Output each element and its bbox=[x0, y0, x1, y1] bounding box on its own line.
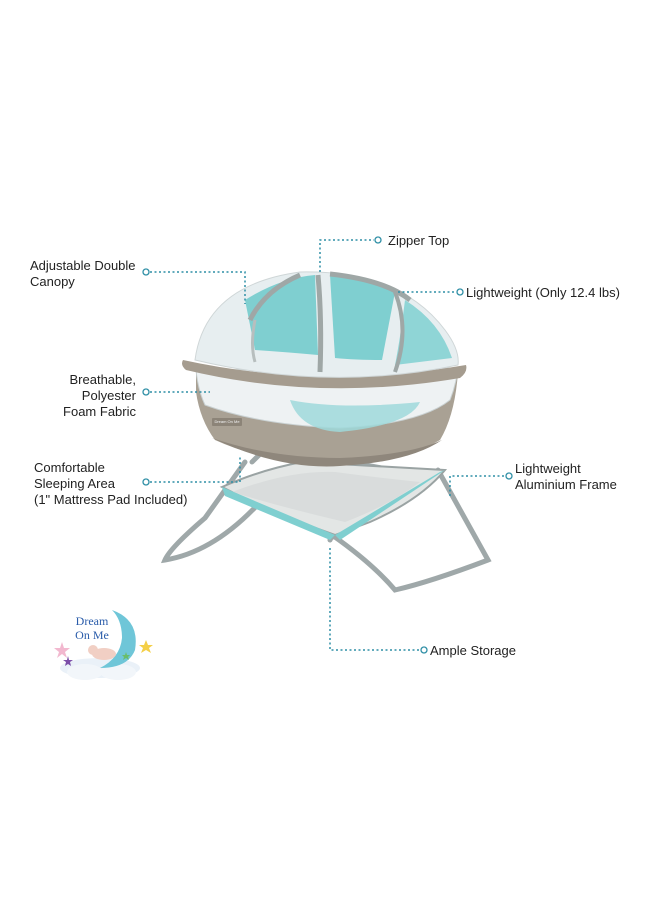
feature-lightweight-weight-text: Lightweight (Only 12.4 lbs) bbox=[466, 285, 620, 300]
brand-logo-icon bbox=[54, 610, 153, 680]
feature-zipper-top: Zipper Top bbox=[388, 233, 449, 249]
feature-breathable-line1: Breathable, bbox=[69, 372, 137, 387]
feature-breathable-line2: Polyester bbox=[81, 388, 136, 403]
feature-sleeping-line1: Comfortable bbox=[34, 460, 105, 475]
brand-tag bbox=[212, 418, 242, 426]
storage-basket-icon bbox=[219, 460, 448, 540]
brand-logo-line2: On Me bbox=[75, 628, 109, 642]
canopy-icon bbox=[194, 271, 459, 378]
feature-adjustable-canopy: Adjustable Double Canopy bbox=[30, 258, 136, 290]
feature-ample-storage-text: Ample Storage bbox=[430, 643, 516, 658]
feature-sleeping-line2: Sleeping Area bbox=[34, 476, 115, 491]
feature-sleeping-area: Comfortable Sleeping Area (1" Mattress P… bbox=[34, 460, 187, 508]
feature-aluminium-frame: Lightweight Aluminium Frame bbox=[515, 461, 617, 493]
brand-logo-line1: Dream bbox=[75, 614, 109, 628]
feature-breathable-line3: Foam Fabric bbox=[63, 404, 136, 419]
bassinet-body-icon bbox=[182, 360, 467, 467]
feature-adjustable-canopy-line1: Adjustable Double bbox=[30, 258, 136, 273]
feature-adjustable-canopy-line2: Canopy bbox=[30, 274, 75, 289]
leader-end-circles bbox=[142, 236, 513, 654]
feature-sleeping-line3: (1" Mattress Pad Included) bbox=[34, 492, 188, 507]
feature-zipper-top-text: Zipper Top bbox=[388, 233, 450, 248]
feature-lightweight-weight: Lightweight (Only 12.4 lbs) bbox=[466, 285, 620, 301]
feature-breathable-fabric: Breathable, Polyester Foam Fabric bbox=[40, 372, 136, 420]
feature-aluminium-line1: Lightweight bbox=[515, 461, 581, 476]
brand-logo-text: Dream On Me bbox=[62, 614, 122, 642]
feature-aluminium-line2: Aluminium Frame bbox=[515, 477, 617, 492]
bassinet-brand-tag-text: Dream On Me bbox=[214, 419, 240, 424]
leader-lines bbox=[150, 239, 505, 651]
feature-ample-storage: Ample Storage bbox=[430, 643, 516, 659]
